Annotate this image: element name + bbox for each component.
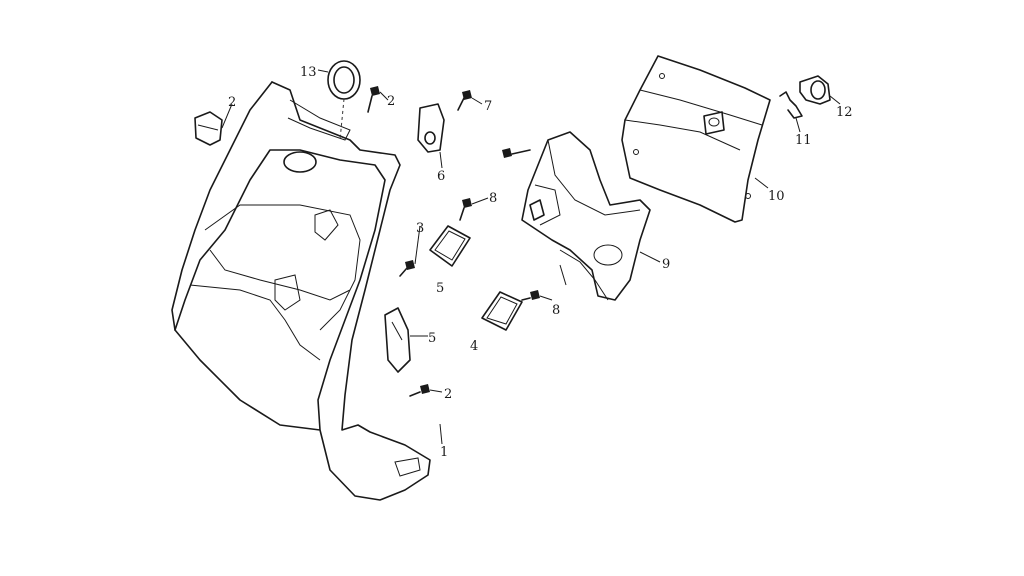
callout-label: 7 xyxy=(484,99,492,114)
part-11-clip xyxy=(779,91,803,119)
callout-label: 10 xyxy=(768,189,785,204)
part-screw-3 xyxy=(399,260,415,277)
part-10-cover-panel xyxy=(621,55,771,223)
part-screw-9 xyxy=(502,148,531,158)
callout-label: 8 xyxy=(489,191,497,206)
callout-label: 3 xyxy=(416,221,424,236)
part-inner-leg-shield xyxy=(171,81,431,501)
callout-label: 1 xyxy=(440,445,448,460)
part-screw-8 xyxy=(459,198,472,221)
callout-label: 2 xyxy=(444,387,452,402)
part-screw-7 xyxy=(457,90,472,111)
callout-label: 6 xyxy=(437,169,445,184)
part-4-gasket xyxy=(481,291,523,331)
callout-label: 2 xyxy=(387,94,395,109)
part-clip-upper-left xyxy=(194,111,223,146)
part-13-ring xyxy=(327,60,361,100)
part-screw-2-lower xyxy=(409,384,430,397)
callout-label: 5 xyxy=(436,281,444,296)
part-screw-8-lower xyxy=(521,290,540,301)
callout-label: 13 xyxy=(300,65,317,80)
callout-label: 11 xyxy=(795,133,812,148)
part-5-lower-bracket xyxy=(384,307,411,373)
callout-label: 4 xyxy=(470,339,478,354)
callout-label: 12 xyxy=(836,105,853,120)
part-screw-upper xyxy=(367,86,380,113)
part-6-bracket xyxy=(417,103,445,153)
part-12-lock xyxy=(799,75,831,105)
part-9-inner-panel xyxy=(521,131,651,301)
callout-label: 5 xyxy=(428,331,436,346)
callout-label: 8 xyxy=(552,303,560,318)
callout-label: 9 xyxy=(662,257,670,272)
callout-label: 2 xyxy=(228,95,236,110)
part-5-gasket xyxy=(429,225,471,267)
